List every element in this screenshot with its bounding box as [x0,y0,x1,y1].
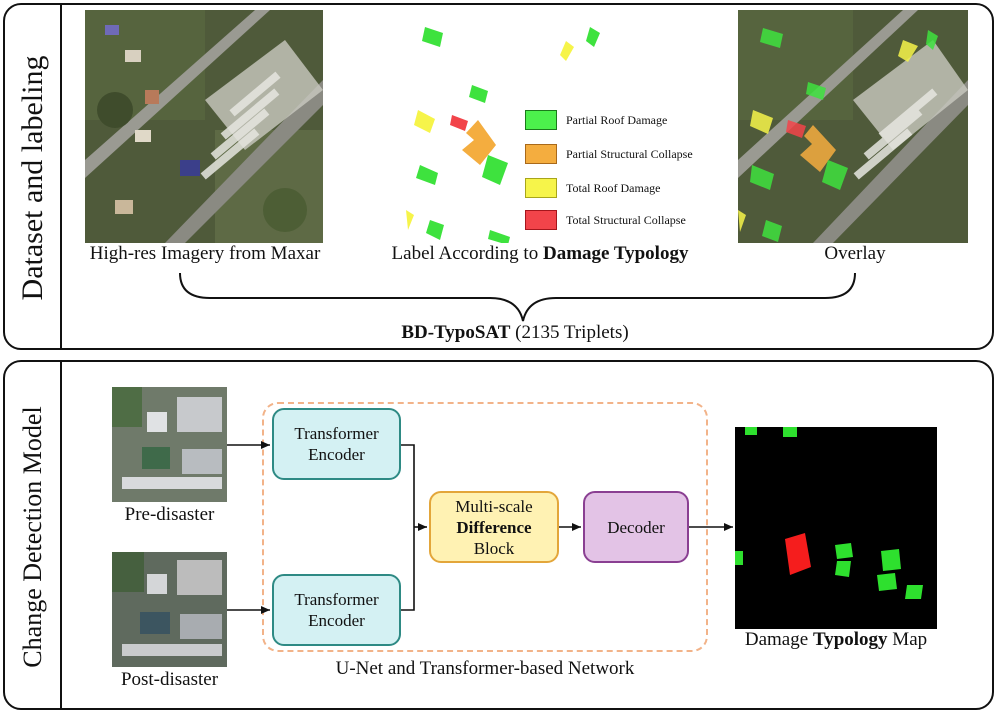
multiscale-difference-block: Multi-scale Difference Block [429,491,559,563]
transformer-encoder-top: Transformer Encoder [272,408,401,480]
overlay-imagery [738,10,968,243]
encoder-label-line1: Transformer [294,590,379,609]
transformer-encoder-bottom: Transformer Encoder [272,574,401,646]
imagery-caption: High-res Imagery from Maxar [89,243,321,264]
network-caption: U-Net and Transformer-based Network [335,658,635,679]
legend-swatch-green [525,110,557,130]
legend-swatch-red [525,210,557,230]
maxar-imagery [85,10,323,243]
label-caption-bold: Damage Typology [542,243,689,264]
legend-label: Partial Roof Damage [566,113,668,127]
damage-legend: Partial Roof Damage Partial Structural C… [525,110,725,240]
decoder-block: Decoder [583,491,689,563]
output-caption-prefix: Damage [744,629,813,650]
post-disaster-image [112,552,227,667]
flow-arrows [227,441,733,614]
output-caption: Damage Typology Map [721,629,951,651]
decoder-label: Decoder [607,517,665,537]
top-panel-divider [60,5,62,348]
pre-disaster-image [112,387,227,502]
encoders-merge-line [401,444,415,611]
post-disaster-caption: Post-disaster [120,669,219,690]
encoder-label-line2: Encoder [308,445,365,464]
difference-line1: Multi-scale [455,496,533,516]
legend-label: Total Roof Damage [566,181,661,195]
label-caption-prefix: Label According to [391,243,543,264]
encoder-label-line1: Transformer [294,424,379,443]
legend-swatch-yellow [525,178,557,198]
output-caption-suffix: Map [887,629,928,650]
overlay-caption: Overlay [824,243,886,264]
dataset-labeling-panel: Dataset and labeling High-res [3,3,994,350]
change-detection-panel: Change Detection Model Pre-disaster Post… [3,360,994,710]
difference-line2: Difference [456,517,532,537]
dataset-name: BD-TypoSAT (2135 Triplets) [315,322,715,344]
legend-label: Total Structural Collapse [566,213,686,227]
damage-label-map-extra [560,19,610,64]
pre-disaster-caption: Pre-disaster [124,504,215,525]
output-caption-bold: Typology [812,629,888,650]
dataset-name-rest: (2135 Triplets) [510,322,629,343]
bottom-panel-divider [60,362,62,708]
dataset-name-bold: BD-TypoSAT [401,322,511,343]
encoder-label-line2: Encoder [308,611,365,630]
damage-label-map [400,15,520,243]
label-caption: Label According to Damage Typology [365,243,715,265]
legend-label: Partial Structural Collapse [566,147,693,161]
legend-swatch-orange [525,144,557,164]
dataset-brace [179,272,856,322]
damage-typology-map [735,427,937,629]
difference-line3: Block [473,538,515,558]
